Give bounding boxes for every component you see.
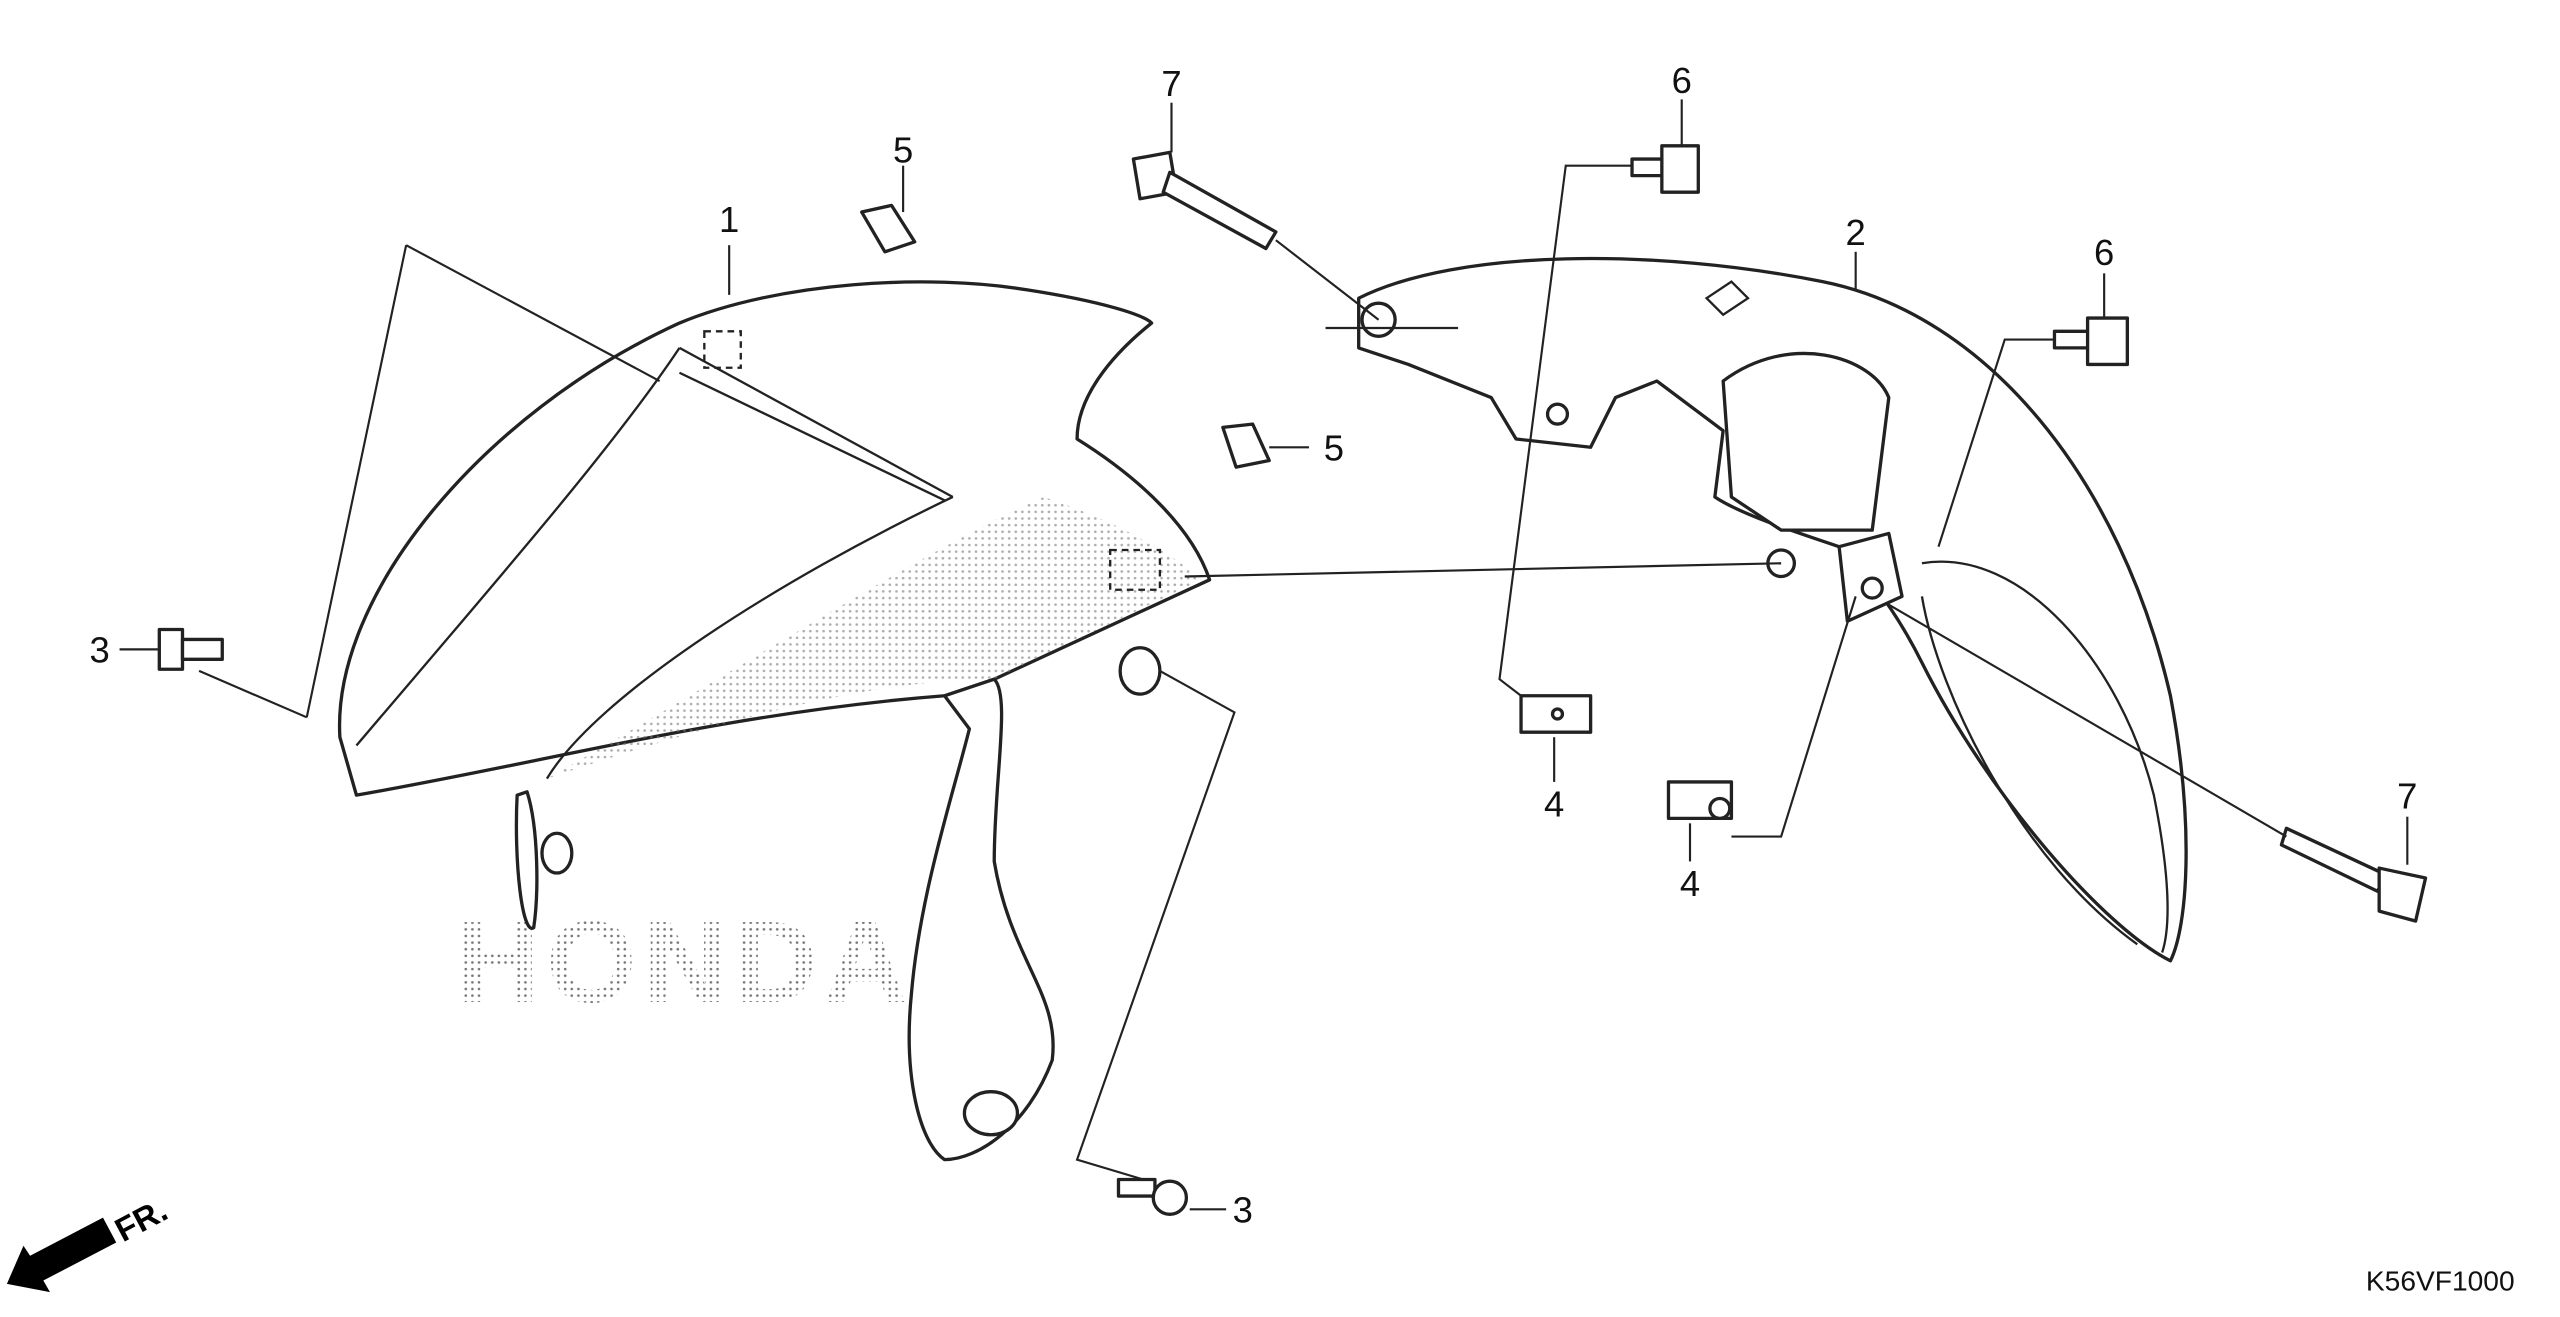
callout-6-left[interactable]: 6 — [1672, 60, 1692, 101]
bolt-7-right[interactable] — [2279, 826, 2428, 923]
screw-3-bottom[interactable] — [1116, 1177, 1189, 1216]
callout-5-top[interactable]: 5 — [893, 129, 913, 170]
callout-3-left[interactable]: 3 — [90, 630, 110, 671]
clip-nut-5-mid[interactable] — [1221, 422, 1271, 469]
callout-5-mid[interactable]: 5 — [1324, 428, 1344, 469]
clip-nut-4-right[interactable] — [1666, 780, 1734, 821]
diagram-code: K56VF1000 — [2366, 1265, 2515, 1296]
callout-2[interactable]: 2 — [1846, 212, 1866, 253]
fr-label: FR. — [109, 1192, 173, 1250]
bolt-6-right[interactable] — [2052, 316, 2130, 367]
front-fender-b[interactable] — [1357, 256, 2188, 963]
clip-nut-5-top[interactable] — [860, 203, 917, 254]
callout-7-top[interactable]: 7 — [1161, 63, 1181, 104]
clip-nut-4-left[interactable] — [1519, 694, 1593, 734]
callout-4-right[interactable]: 4 — [1680, 863, 1700, 904]
front-direction-arrow-icon: FR. — [6, 1192, 174, 1293]
front-fender-a[interactable] — [337, 280, 1212, 1162]
screw-3-left[interactable] — [157, 627, 224, 671]
bolt-7-top[interactable] — [1131, 150, 1278, 251]
leader-lines — [119, 99, 2409, 1211]
callout-6-right[interactable]: 6 — [2094, 232, 2114, 273]
callout-7-right[interactable]: 7 — [2397, 775, 2417, 816]
bolt-6-left[interactable] — [1630, 144, 1700, 194]
callout-1[interactable]: 1 — [719, 199, 739, 240]
callout-3-bottom[interactable]: 3 — [1233, 1190, 1253, 1231]
callout-4-left[interactable]: 4 — [1544, 784, 1564, 825]
